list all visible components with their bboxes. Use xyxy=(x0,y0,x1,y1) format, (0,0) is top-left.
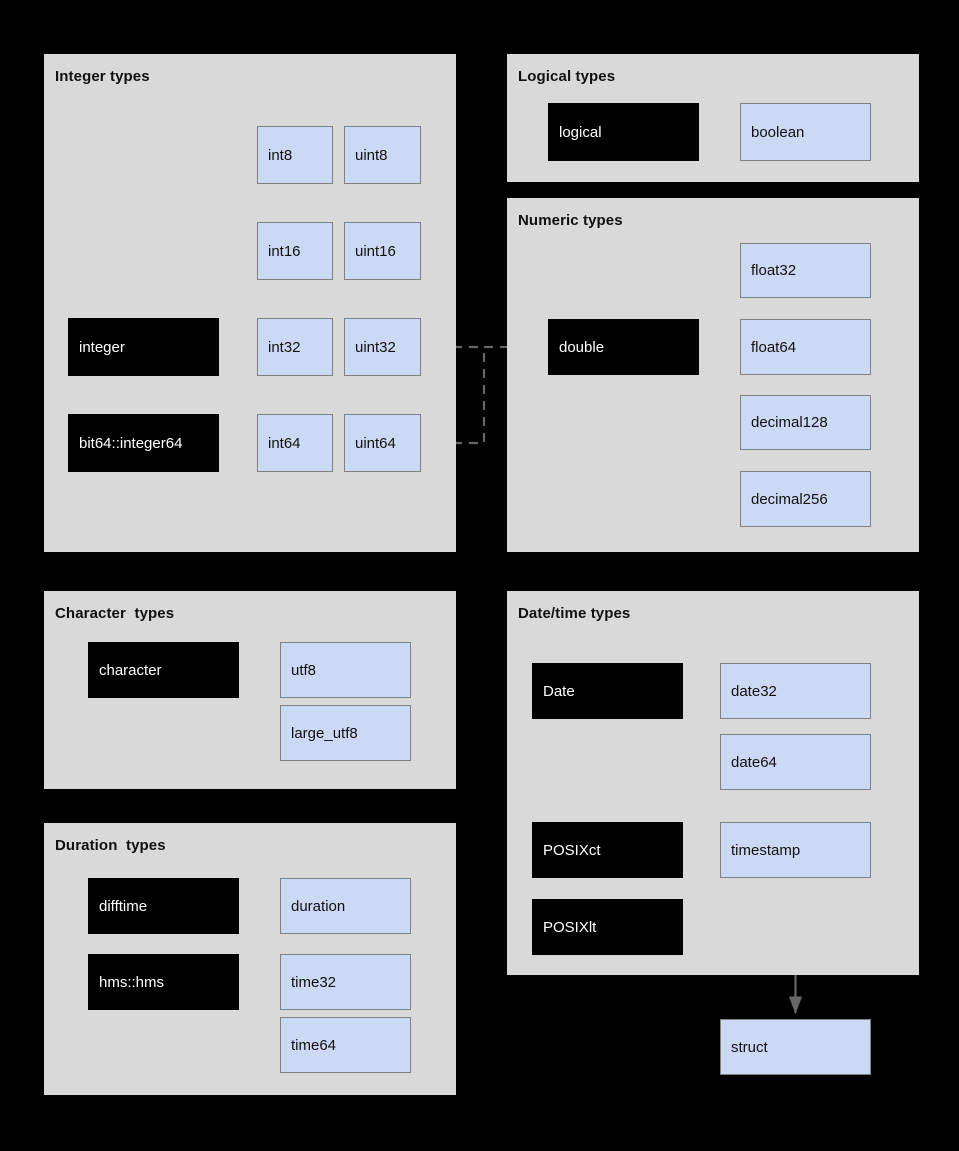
node-struct: struct xyxy=(720,1019,871,1075)
node-date32: date32 xyxy=(720,663,871,719)
node-label: date32 xyxy=(731,682,777,700)
node-label: decimal128 xyxy=(751,414,828,431)
node-label: decimal256 xyxy=(751,490,828,508)
node-POSIXlt: POSIXlt xyxy=(532,899,683,955)
node-label: date64 xyxy=(731,753,777,771)
node-boolean: boolean xyxy=(740,103,871,161)
node-label: float32 xyxy=(751,262,797,279)
node-integer: integer xyxy=(68,318,219,376)
panel-title-logical-types: Logical types xyxy=(518,68,616,85)
node-int16: int16 xyxy=(257,222,333,280)
node-label: struct xyxy=(731,1038,768,1056)
panel-title-datetime-types: Date/time types xyxy=(518,605,631,622)
node-character: character xyxy=(88,642,239,698)
node-hms-hms: hms::hms xyxy=(88,954,239,1010)
node-label: utf8 xyxy=(291,661,317,679)
node-difftime: difftime xyxy=(88,878,239,934)
node-int64: int64 xyxy=(257,414,333,472)
node-date64: date64 xyxy=(720,734,871,790)
panel-title-numeric-types: Numeric types xyxy=(518,212,623,229)
node-decimal128: decimal128 xyxy=(740,395,871,450)
node-decimal256: decimal256 xyxy=(740,471,871,527)
node-label: difftime xyxy=(99,897,148,915)
node-int32: int32 xyxy=(257,318,333,376)
panel-title-character-types: Character types xyxy=(55,605,175,622)
node-large_utf8: large_utf8 xyxy=(280,705,411,761)
node-label: uint32 xyxy=(355,338,396,356)
node-timestamp: timestamp xyxy=(720,822,871,878)
node-uint64: uint64 xyxy=(344,414,421,472)
node-label: POSIXct xyxy=(543,841,601,859)
node-label: float64 xyxy=(751,338,797,356)
node-label: character xyxy=(99,661,162,679)
node-label: int32 xyxy=(268,338,301,356)
node-label: boolean xyxy=(751,123,805,141)
node-label: logical xyxy=(559,123,602,141)
node-bit64-integer64: bit64::integer64 xyxy=(68,414,219,472)
node-label: integer xyxy=(79,338,125,356)
node-label: bit64::integer64 xyxy=(79,434,183,452)
node-label: duration xyxy=(291,897,346,915)
node-label: int8 xyxy=(268,146,293,164)
node-label: hms::hms xyxy=(99,973,165,991)
node-label: uint64 xyxy=(355,434,396,452)
node-POSIXct: POSIXct xyxy=(532,822,683,878)
node-label: Date xyxy=(543,682,575,700)
node-int8: int8 xyxy=(257,126,333,184)
node-label: large_utf8 xyxy=(291,724,358,742)
node-duration: duration xyxy=(280,878,411,934)
node-time64: time64 xyxy=(280,1017,411,1073)
node-label: int16 xyxy=(268,242,301,260)
node-utf8: utf8 xyxy=(280,642,411,698)
panel-title-duration-types: Duration types xyxy=(55,837,166,854)
node-label: double xyxy=(559,338,605,356)
node-label: time64 xyxy=(291,1036,337,1054)
node-uint16: uint16 xyxy=(344,222,421,280)
node-float32: float32 xyxy=(740,243,871,298)
node-label: uint8 xyxy=(355,146,388,164)
node-label: time32 xyxy=(291,973,337,991)
node-logical: logical xyxy=(548,103,699,161)
node-label: uint16 xyxy=(355,242,396,260)
node-time32: time32 xyxy=(280,954,411,1010)
node-Date: Date xyxy=(532,663,683,719)
node-label: POSIXlt xyxy=(543,918,597,936)
node-uint32: uint32 xyxy=(344,318,421,376)
node-double: double xyxy=(548,319,699,375)
node-label: timestamp xyxy=(731,841,801,859)
node-float64: float64 xyxy=(740,319,871,375)
panel-title-integer-types: Integer types xyxy=(55,68,150,85)
node-uint8: uint8 xyxy=(344,126,421,184)
node-label: int64 xyxy=(268,434,301,452)
